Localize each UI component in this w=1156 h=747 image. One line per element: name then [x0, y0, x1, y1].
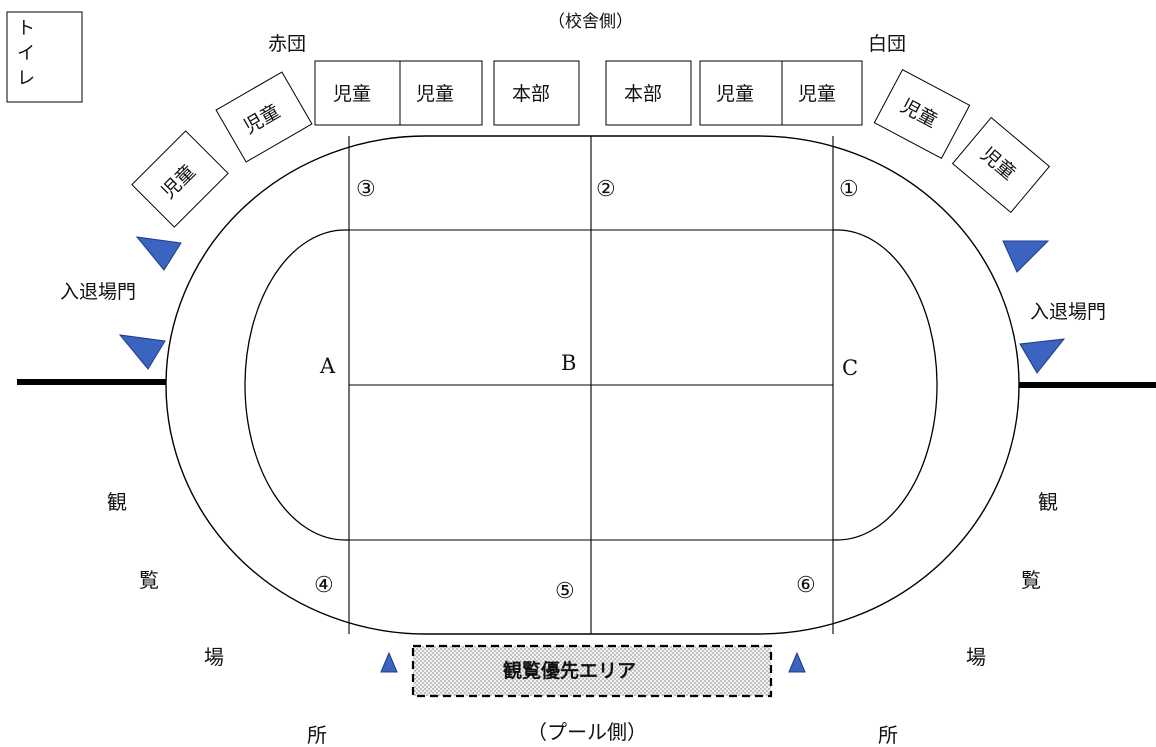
gate-marker-right-2: [1019, 338, 1066, 374]
toilet-label-3: レ: [17, 68, 35, 89]
spectator-right-2: 覧: [1021, 568, 1041, 592]
tent-children-6: 児童: [131, 130, 229, 228]
spectator-right-1: 観: [1038, 490, 1058, 514]
position-6: ⑥: [796, 573, 816, 598]
priority-marker-right: [788, 651, 806, 673]
position-4: ④: [314, 573, 334, 598]
point-b: B: [561, 351, 576, 375]
field-grid: [348, 136, 834, 634]
white-team-label: 白団: [868, 33, 906, 55]
toilet-label-2: イ: [17, 43, 35, 64]
gate-right-label: 入退場門: [1030, 301, 1106, 323]
spectator-left-3: 場: [204, 645, 224, 669]
svg-text:児童: 児童: [716, 83, 754, 105]
svg-text:本部: 本部: [624, 83, 662, 105]
tent-headquarters-2: 本部: [605, 60, 692, 126]
position-2: ②: [596, 177, 616, 202]
pool-side-label: （プール側）: [527, 720, 647, 744]
tent-children-8: 児童: [951, 116, 1051, 214]
inner-track-left: [244, 229, 349, 541]
gate-marker-left-2: [118, 334, 166, 370]
tent-children-5: 児童: [215, 71, 313, 163]
svg-text:本部: 本部: [512, 83, 550, 105]
spectator-right-4: 所: [878, 723, 898, 747]
tent-children-4: 児童: [781, 60, 863, 126]
position-1: ①: [839, 177, 859, 202]
svg-text:観覧優先エリア: 観覧優先エリア: [503, 659, 636, 682]
toilet-label-1: ト: [17, 18, 35, 39]
position-3: ③: [356, 177, 376, 202]
spectator-left-1: 観: [107, 490, 127, 514]
svg-text:児童: 児童: [416, 83, 454, 105]
priority-marker-left: [380, 651, 398, 673]
toilet-box: [6, 11, 83, 103]
position-5: ⑤: [555, 579, 575, 604]
spectator-left-4: 所: [307, 723, 327, 747]
inner-track-right: [833, 229, 938, 541]
tent-headquarters-1: 本部: [493, 60, 580, 126]
tent-children-2: 児童: [399, 60, 483, 126]
point-c: C: [842, 356, 858, 380]
spectator-right-3: 場: [966, 645, 986, 669]
svg-text:児童: 児童: [798, 83, 836, 105]
tent-children-3: 児童: [699, 60, 783, 126]
point-a: A: [319, 354, 336, 378]
svg-text:児童: 児童: [333, 83, 371, 105]
gate-marker-left-1: [135, 236, 182, 271]
red-team-label: 赤団: [268, 33, 306, 55]
school-side-label: （校舎側）: [548, 12, 633, 32]
priority-viewing-area: 観覧優先エリア: [411, 644, 773, 698]
spectator-left-2: 覧: [139, 568, 159, 592]
tent-children-7: 児童: [873, 68, 971, 160]
gate-marker-right-1: [1002, 240, 1050, 273]
gate-left-label: 入退場門: [60, 281, 136, 303]
tent-children-1: 児童: [314, 60, 401, 126]
